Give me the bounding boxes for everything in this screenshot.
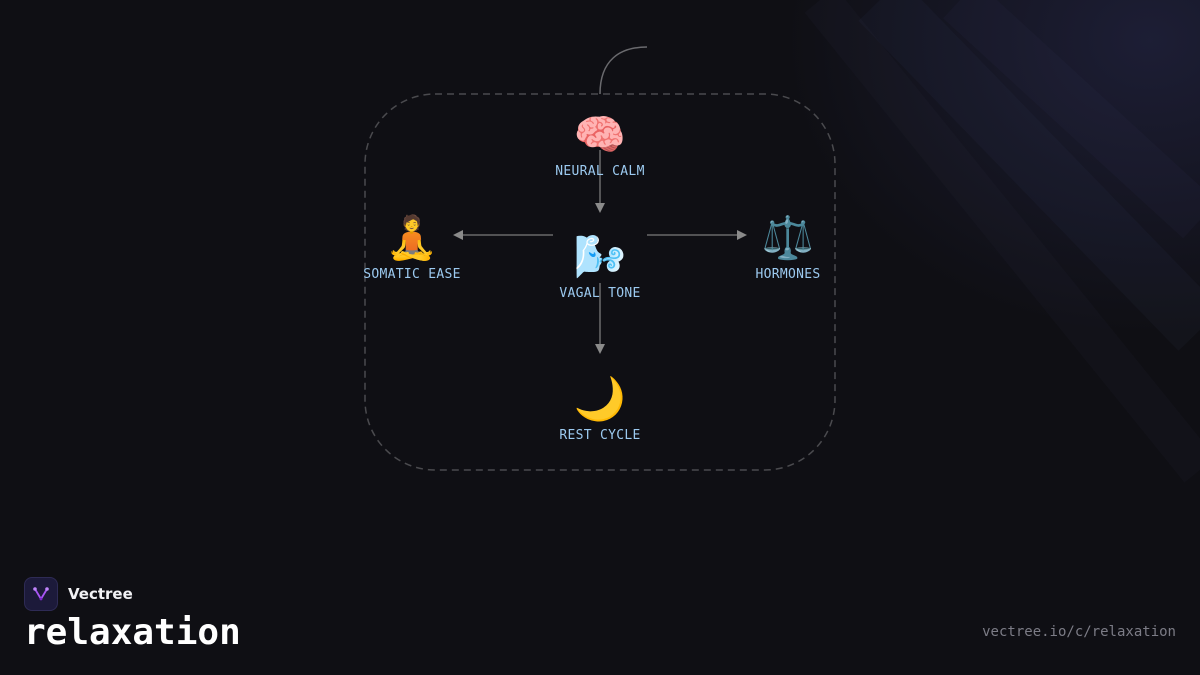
node-somatic-ease: 🧘 SOMATIC EASE (332, 215, 492, 282)
node-label: REST CYCLE (559, 428, 641, 443)
node-label: NEURAL CALM (555, 164, 645, 179)
crescent-moon-icon: 🌙 (573, 377, 627, 423)
boundary-tail-curve (599, 46, 648, 95)
person-meditating-icon: 🧘 (385, 216, 439, 262)
vectree-logo-icon (24, 577, 58, 611)
node-neural-calm: 🧠 NEURAL CALM (520, 112, 680, 179)
balance-scale-icon: ⚖️ (761, 216, 815, 262)
brand-name: Vectree (68, 585, 133, 603)
brand[interactable]: Vectree (24, 577, 133, 611)
node-vagal-tone: 🌬️ VAGAL TONE (520, 234, 680, 301)
node-label: HORMONES (755, 267, 821, 282)
page-url[interactable]: vectree.io/c/relaxation (982, 624, 1176, 640)
page-title: relaxation (24, 612, 241, 653)
node-hormones: ⚖️ HORMONES (708, 215, 868, 282)
node-label: SOMATIC EASE (363, 267, 461, 282)
wind-face-icon: 🌬️ (573, 235, 627, 281)
node-rest-cycle: 🌙 REST CYCLE (520, 376, 680, 443)
diagram-boundary (364, 93, 836, 471)
node-label: VAGAL TONE (559, 286, 641, 301)
brain-icon: 🧠 (573, 113, 627, 159)
